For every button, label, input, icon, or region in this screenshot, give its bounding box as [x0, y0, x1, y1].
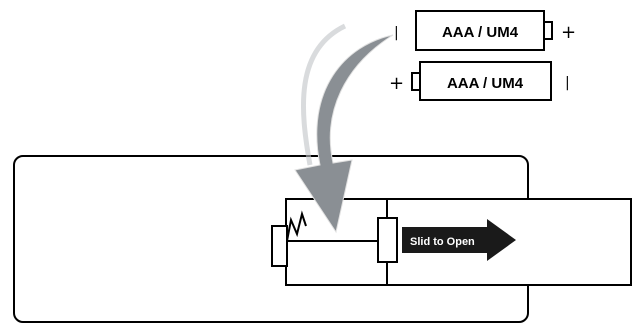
battery-1: | AAA / UM4 +	[394, 10, 576, 51]
battery-2-label: AAA / UM4	[447, 75, 524, 92]
latch-spring	[286, 210, 307, 242]
latch-tab-left	[271, 225, 288, 267]
battery-1-body	[415, 10, 545, 51]
latch-tab-right	[377, 217, 398, 263]
slide-label: Slid to Open	[410, 236, 475, 248]
battery-2-right-terminal: |	[565, 75, 570, 91]
slide-arrow	[402, 219, 516, 261]
battery-2-nub	[411, 72, 421, 91]
insert-arrow	[294, 34, 394, 234]
battery-1-nub	[543, 21, 553, 40]
battery-1-left-terminal: |	[394, 25, 399, 41]
battery-2: + AAA / UM4 |	[389, 61, 570, 101]
battery-2-left-terminal: +	[389, 73, 404, 94]
battery-1-right-terminal: +	[561, 22, 576, 43]
battery-2-body	[419, 61, 552, 101]
battery-1-label: AAA / UM4	[442, 24, 519, 41]
insert-arrow-outline	[300, 23, 347, 166]
